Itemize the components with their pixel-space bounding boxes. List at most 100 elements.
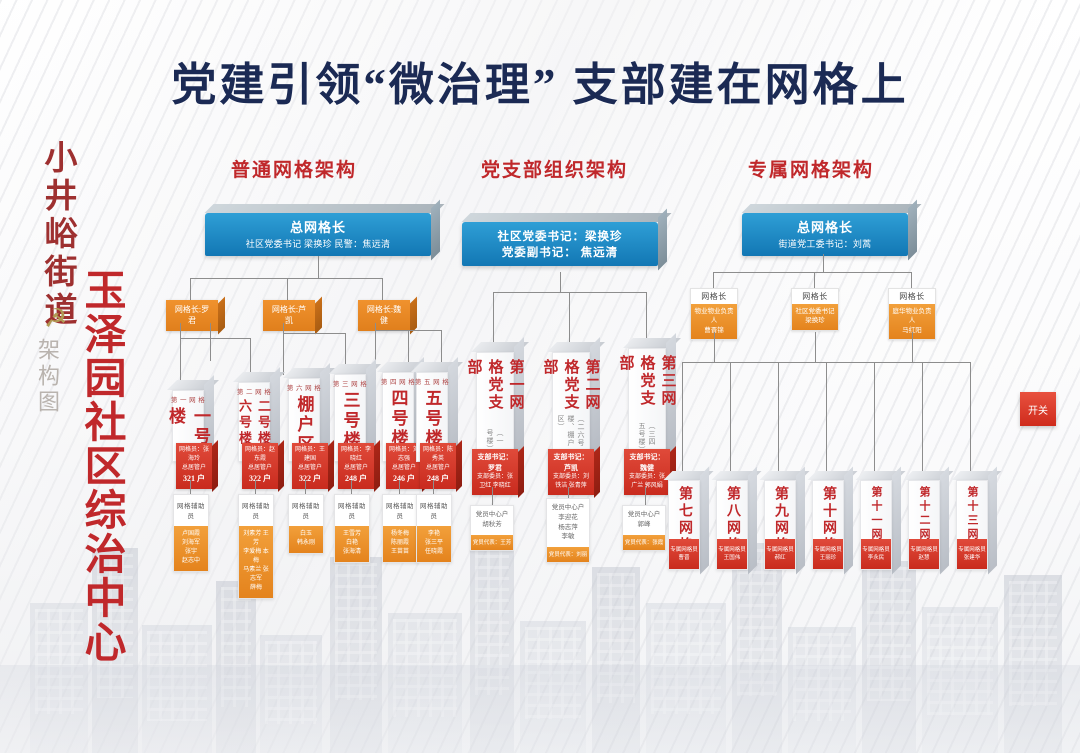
grid-leader-3: 网格长:魏健 — [358, 300, 410, 331]
special-grid-7-name: 第七网格 — [677, 486, 692, 554]
connector — [682, 362, 683, 472]
building-5-name: 五号楼 — [422, 389, 442, 449]
special-leader-3: 网格长 庭华物业负责人 马红阳 — [888, 288, 936, 341]
building-1-plaque: 网格员：张海玲 总居管户 321 户 — [176, 443, 212, 489]
special-leader-1-head: 网格长 — [701, 292, 727, 301]
helper-box-5: 网格辅助员 杨冬梅 陈丽霞 王苗苗 — [382, 494, 418, 563]
building-1-name: 一号楼 — [166, 407, 210, 447]
header-special-line2: 街道党工委书记：刘蒿 — [778, 239, 872, 249]
connector — [912, 332, 913, 362]
building-3-name: 三号楼 — [340, 391, 360, 451]
party-branch-1-members: 支部委员：张卫红 李晓红 — [476, 474, 513, 489]
building-5-plaque: 网格员：陈秀英 总居管户 248 户 — [420, 443, 456, 489]
connector — [730, 362, 731, 472]
special-grid-7-foot: 专属网格员 曹晋 — [669, 539, 699, 569]
connector — [645, 487, 646, 505]
connector — [492, 487, 493, 505]
special-leader-3-head: 网格长 — [899, 292, 925, 301]
party-center-1-head: 党员中心户 胡秋芳 — [475, 511, 509, 528]
special-grid-8-person: 王国伟 — [723, 555, 741, 561]
helper-5-head: 网格辅助员 — [386, 503, 414, 520]
party-branch-2-plaque: 支部书记：芦凯 支部委员：刘铁洁 张青萍 — [548, 449, 594, 495]
party-branch-tower-3: 第三网格党支部 （三四五号楼） — [618, 333, 681, 457]
building-6-plaque: 网格员：王建国 总居管户 322 户 — [292, 443, 328, 489]
special-grid-tower-7: 第七网格 专属网格员 曹晋 — [663, 466, 714, 575]
building-4-worker: 网格员：刘志强 — [389, 447, 420, 462]
building-6-grid: 第 六 网 格 — [286, 385, 322, 392]
party-center-box-3: 党员中心户 郭峰 党员代表：张霞 — [622, 505, 666, 551]
building-2-hh-value: 322 户 — [249, 474, 271, 483]
special-grid-tower-11: 第十一网格 专属网格员 李永民 — [855, 466, 906, 575]
building-3-grid: 第 三 网 格 — [332, 381, 368, 388]
connector — [351, 480, 352, 494]
party-center-2-head: 党员中心户 李迎花 杨志萍 李敏 — [551, 504, 585, 541]
helper-3-head: 网格辅助员 — [292, 503, 320, 520]
special-grid-13-foot: 专属网格员 张建华 — [957, 539, 987, 569]
header-ordinary-line1: 总网格长 — [289, 220, 346, 235]
connector — [568, 487, 569, 505]
helper-box-2: 网格辅助员 刘素芳 王芳 李爱梅 本梅 马素兰 张志军 薛梅 — [238, 494, 274, 599]
helper-5-body: 杨冬梅 陈丽霞 王苗苗 — [383, 526, 417, 562]
section-title-ordinary: 普通网格架构 — [231, 160, 358, 181]
special-leader-2: 网格长 社区党委书记 梁换珍 — [791, 288, 839, 331]
switch-label: 开关 — [1028, 405, 1048, 417]
party-branch-3-secretary: 支部书记：魏健 — [629, 453, 665, 472]
connector — [255, 480, 256, 494]
community-center-label: 玉泽园社区综治中心 — [78, 268, 124, 664]
party-branch-1-scope: （一号楼） — [486, 428, 504, 453]
party-center-box-1: 党员中心户 胡秋芳 党员代表：王芳 — [470, 505, 514, 551]
connector — [713, 272, 911, 273]
special-grid-11-role: 专属网格员 — [862, 546, 890, 553]
party-branch-3-members: 支部委员：张广兰 郭风娟 — [628, 474, 665, 489]
building-4-grid: 第 四 网 格 — [380, 379, 416, 386]
helper-box-4: 网格辅助员 王雪芳 白艳 张海清 — [334, 494, 370, 563]
building-1-grid: 第 一 网 格 — [170, 397, 206, 404]
connector — [250, 338, 251, 380]
connector — [823, 254, 824, 272]
connector — [180, 323, 181, 383]
special-grid-10-person: 王丽珍 — [819, 555, 837, 561]
header-box-ordinary: 总网格长 社区党委书记 梁换珍 民警：焦远清 — [205, 213, 431, 256]
building-3-hh-value: 248 户 — [345, 474, 367, 483]
special-grid-12-person: 赵慧 — [918, 555, 930, 561]
connector — [826, 362, 827, 472]
building-1-worker: 网格员：张海玲 — [179, 447, 210, 462]
special-grid-9-name: 第九网格 — [773, 486, 788, 554]
helper-box-1: 网格辅助员 卢国霞 刘海军 张宇 赵志中 — [173, 494, 209, 572]
party-emblem-icon: ☭ — [44, 304, 68, 333]
header-special-line1: 总网格长 — [796, 220, 853, 235]
special-grid-13-name: 第十三网格 — [966, 486, 978, 556]
grid-leader-1-label: 网格长:罗君 — [174, 305, 210, 325]
party-branch-tower-1: 第一网格党支部 （一号楼） — [466, 337, 529, 457]
grid-leader-1: 网格长:罗君 — [166, 300, 218, 331]
helper-box-3: 网格辅助员 白玉 韩永刚 — [288, 494, 324, 554]
special-grid-13-role: 专属网格员 — [958, 546, 986, 553]
switch-box[interactable]: 开关 — [1020, 392, 1056, 426]
special-grid-13-person: 张建华 — [963, 555, 981, 561]
special-grid-8-foot: 专属网格员 王国伟 — [717, 539, 747, 569]
building-6-name: 棚户区 — [294, 395, 314, 455]
building-2-name: 二号楼六号楼 — [237, 399, 271, 447]
building-3-plaque: 网格员：李晓红 总居管户 248 户 — [338, 443, 374, 489]
connector — [569, 292, 570, 342]
special-grid-9-person: 郝红 — [774, 555, 786, 561]
connector — [283, 323, 284, 375]
special-leader-2-head: 网格长 — [802, 292, 828, 301]
special-leader-2-body: 社区党委书记 梁换珍 — [792, 304, 838, 330]
special-grid-7-role: 专属网格员 — [670, 546, 698, 553]
connector — [911, 272, 912, 288]
special-grid-tower-8: 第八网格 专属网格员 王国伟 — [711, 466, 762, 575]
special-leader-3-body: 庭华物业负责人 马红阳 — [889, 304, 935, 340]
special-grid-8-role: 专属网格员 — [718, 546, 746, 553]
header-box-special: 总网格长 街道党工委书记：刘蒿 — [742, 213, 908, 256]
connector — [441, 330, 442, 372]
building-4-name: 四号楼 — [388, 389, 408, 449]
special-grid-11-foot: 专属网格员 李永民 — [861, 539, 891, 569]
party-branch-3-name: 第三网格党支部 — [617, 355, 676, 408]
building-5-hh-label: 总居管户 — [425, 465, 450, 471]
connector — [493, 292, 494, 342]
party-center-box-2: 党员中心户 李迎花 杨志萍 李敏 党员代表：刘丽 — [546, 498, 590, 563]
connector — [382, 278, 383, 300]
special-grid-10-name: 第十网格 — [821, 486, 836, 554]
